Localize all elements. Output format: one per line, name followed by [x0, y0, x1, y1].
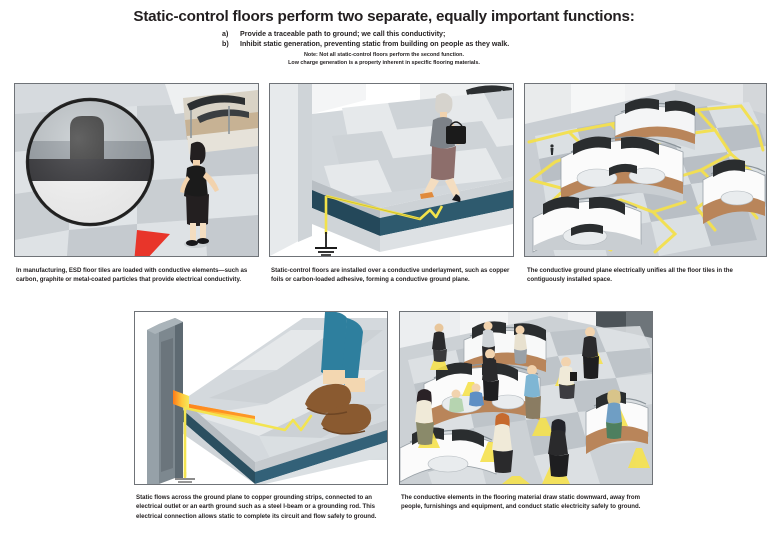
panel-static-drawn-downward-room — [399, 311, 653, 485]
boot-left — [305, 383, 352, 413]
pointer-arrow-icon — [134, 230, 170, 256]
steel-i-beam — [147, 318, 183, 484]
panel-esd-floor-tile-magnified — [14, 83, 259, 257]
header: Static-control floors perform two separa… — [0, 0, 768, 68]
illustration-i-beam-grounding — [135, 312, 387, 484]
ground-symbol-icon — [315, 232, 337, 256]
illustration-ground-plane-network — [525, 84, 766, 256]
list-item-label: Inhibit static generation, preventing st… — [240, 40, 510, 49]
panel-ground-plane-network-aerial — [524, 83, 767, 257]
footnote: Note: Not all static-control floors perf… — [0, 52, 768, 68]
booth-fixtures — [532, 98, 766, 253]
illustration-room-static-cones — [400, 312, 652, 484]
list-item-marker: b) — [222, 40, 229, 49]
copper-grounding-strip — [173, 390, 255, 422]
list-item: a) Provide a traceable path to ground; w… — [0, 30, 768, 39]
static-flow-path — [183, 406, 313, 478]
footnote-line-2: Low charge generation is a property inhe… — [288, 59, 480, 66]
panel-grounding-strip-i-beam — [134, 311, 388, 485]
figure-walking-woman — [420, 93, 466, 202]
figure-legs-boots — [305, 312, 372, 435]
list-item-marker: a) — [222, 30, 229, 38]
list-item-label: Provide a traceable path to ground; we c… — [240, 30, 446, 38]
illustration-esd-tile — [15, 84, 258, 256]
boot-right — [321, 403, 372, 434]
figure-distant — [550, 144, 554, 155]
page-title: Static-control floors perform two separa… — [133, 8, 635, 25]
panel-caption: The conductive elements in the flooring … — [401, 494, 641, 511]
footnote-line-1: Note: Not all static-control floors perf… — [304, 52, 464, 59]
magnifier-circle — [25, 97, 155, 227]
panel-caption: The conductive ground plane electrically… — [527, 267, 733, 284]
panel-caption: In manufacturing, ESD floor tiles are lo… — [16, 267, 248, 284]
panel-caption: Static-control floors are installed over… — [271, 267, 510, 284]
illustration-underlayment — [270, 84, 513, 256]
handbag — [446, 126, 466, 144]
figures-people — [415, 321, 622, 477]
panel-conductive-underlayment-cutaway — [269, 83, 514, 257]
panel-caption: Static flows across the ground plane to … — [136, 494, 377, 520]
list-item: b) Inhibit static generation, preventing… — [0, 40, 768, 49]
figure-walking-woman — [180, 141, 219, 248]
function-list: a) Provide a traceable path to ground; w… — [0, 30, 768, 49]
ground-symbol-icon — [175, 472, 195, 483]
